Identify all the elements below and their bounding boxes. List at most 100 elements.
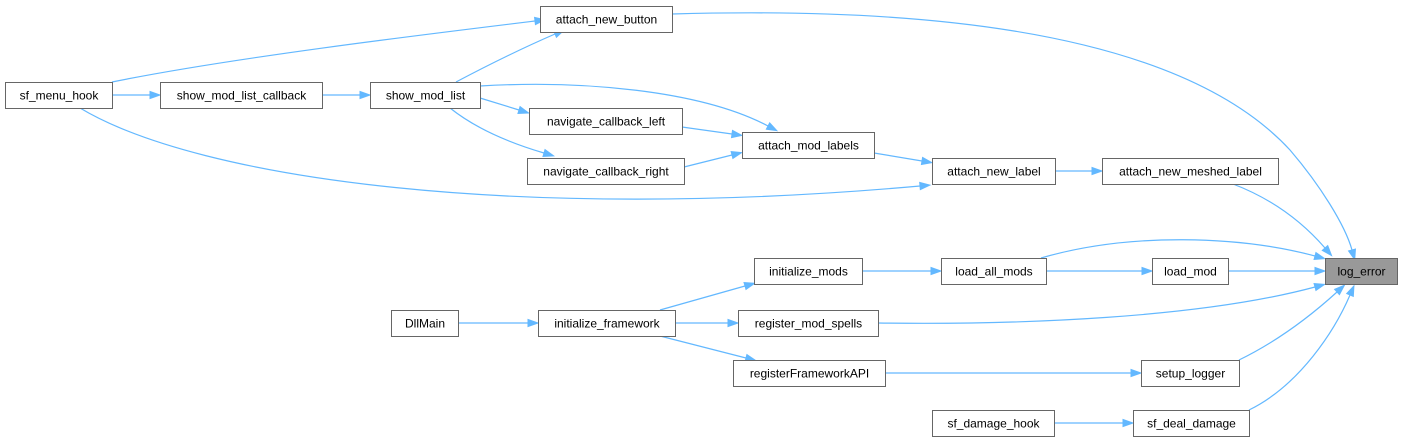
arrowhead-initialize_framework-to-initialize_mods bbox=[743, 281, 757, 291]
node-attach-new-meshed-label[interactable]: attach_new_meshed_label bbox=[1102, 158, 1279, 185]
arrowhead-show_mod_list_callback-to-show_mod_list bbox=[359, 90, 372, 100]
node-attach-mod-labels[interactable]: attach_mod_labels bbox=[742, 132, 875, 159]
node-show-mod-list[interactable]: show_mod_list bbox=[370, 82, 481, 109]
arrowhead-registerFrameworkAPI-to-setup_logger bbox=[1130, 368, 1143, 378]
node-box[interactable] bbox=[754, 258, 863, 285]
node-box[interactable] bbox=[1325, 258, 1398, 285]
arrowhead-sf_menu_hook-to-attach_new_label bbox=[919, 181, 932, 191]
arrowhead-setup_logger-to-log_error bbox=[1333, 284, 1346, 296]
arrowhead-show_mod_list-to-navigate_callback_right bbox=[542, 148, 556, 157]
node-label: attach_new_meshed_label bbox=[1119, 165, 1262, 179]
node-setup-logger[interactable]: setup_logger bbox=[1141, 360, 1240, 387]
node-box[interactable] bbox=[733, 360, 886, 387]
node-attach-new-label[interactable]: attach_new_label bbox=[932, 158, 1056, 185]
node-load-all-mods[interactable]: load_all_mods bbox=[941, 258, 1047, 285]
edge-show_mod_list-to-navigate_callback_right bbox=[449, 107, 545, 154]
node-label: initialize_mods bbox=[769, 265, 848, 279]
node-log-error[interactable]: log_error bbox=[1325, 258, 1398, 285]
node-attach-new-button[interactable]: attach_new_button bbox=[540, 6, 673, 33]
edge-sf_deal_damage-to-log_error bbox=[1248, 294, 1351, 411]
node-initialize-mods[interactable]: initialize_mods bbox=[754, 258, 863, 285]
node-label: sf_menu_hook bbox=[20, 89, 100, 103]
node-register-mod-spells[interactable]: register_mod_spells bbox=[738, 310, 879, 337]
node-box[interactable] bbox=[391, 310, 459, 337]
arrowhead-sf_deal_damage-to-log_error bbox=[1345, 284, 1355, 298]
node-label: show_mod_list bbox=[386, 89, 466, 103]
arrowhead-show_mod_list-to-navigate_callback_left bbox=[517, 105, 530, 114]
edge-register_mod_spells-to-log_error bbox=[877, 286, 1316, 324]
arrowhead-sf_damage_hook-to-sf_deal_damage bbox=[1122, 418, 1135, 428]
node-label: load_all_mods bbox=[955, 265, 1032, 279]
edge-show_mod_list-to-attach_mod_labels bbox=[479, 83, 769, 127]
arrowhead-load_all_mods-to-log_error bbox=[1313, 251, 1327, 261]
node-label: sf_deal_damage bbox=[1147, 417, 1236, 431]
edge-show_mod_list-to-attach_new_button bbox=[455, 33, 556, 83]
node-box[interactable] bbox=[932, 158, 1056, 185]
arrowhead-attach_new_label-to-attach_new_meshed_label bbox=[1091, 166, 1104, 176]
edge-setup_logger-to-log_error bbox=[1238, 291, 1338, 361]
arrowhead-register_mod_spells-to-log_error bbox=[1313, 282, 1327, 292]
nodes-layer: log_error attach_new_button sf_menu_hook sh… bbox=[5, 6, 1398, 437]
node-label: attach_new_label bbox=[947, 165, 1040, 179]
edges-layer bbox=[79, 12, 1357, 428]
edge-sf_menu_hook-to-attach_new_label bbox=[79, 107, 921, 200]
node-sf-deal-damage[interactable]: sf_deal_damage bbox=[1133, 410, 1250, 437]
node-registerFrameworkAPI[interactable]: registerFrameworkAPI bbox=[733, 360, 886, 387]
node-navigate-callback-right[interactable]: navigate_callback_right bbox=[527, 158, 685, 185]
arrowhead-navigate_callback_left-to-attach_mod_labels bbox=[730, 129, 744, 139]
edge-attach_mod_labels-to-attach_new_label bbox=[873, 152, 923, 162]
node-label: sf_damage_hook bbox=[947, 417, 1040, 431]
edge-initialize_framework-to-registerFrameworkAPI bbox=[659, 335, 747, 359]
node-box[interactable] bbox=[527, 158, 685, 185]
edge-show_mod_list-to-navigate_callback_left bbox=[479, 97, 520, 111]
node-navigate-callback-left[interactable]: navigate_callback_left bbox=[529, 108, 683, 135]
node-box[interactable] bbox=[5, 82, 113, 109]
node-label: registerFrameworkAPI bbox=[750, 367, 869, 381]
node-label: navigate_callback_right bbox=[543, 165, 669, 179]
node-initialize-framework[interactable]: initialize_framework bbox=[538, 310, 676, 337]
arrowhead-sf_menu_hook-to-show_mod_list_callback bbox=[149, 90, 162, 100]
node-box[interactable] bbox=[742, 132, 875, 159]
edge-navigate_callback_right-to-attach_mod_labels bbox=[683, 154, 733, 168]
node-label: attach_new_button bbox=[556, 13, 657, 27]
arrowhead-attach_new_button-to-log_error bbox=[1347, 248, 1357, 262]
node-box[interactable] bbox=[529, 108, 683, 135]
node-label: setup_logger bbox=[1156, 367, 1225, 381]
node-box[interactable] bbox=[540, 6, 673, 33]
edge-initialize_framework-to-initialize_mods bbox=[659, 285, 746, 311]
arrowhead-DllMain-to-initialize_framework bbox=[527, 318, 540, 328]
node-show-mod-list-callback[interactable]: show_mod_list_callback bbox=[160, 82, 323, 109]
node-label: log_error bbox=[1337, 265, 1385, 279]
edge-sf_menu_hook-to-attach_new_button bbox=[111, 20, 536, 83]
arrowhead-load_mod-to-log_error bbox=[1314, 266, 1327, 276]
edge-attach_new_button-to-log_error bbox=[671, 12, 1353, 251]
node-sf-menu-hook[interactable]: sf_menu_hook bbox=[5, 82, 113, 109]
node-label: DllMain bbox=[405, 317, 445, 331]
node-label: attach_mod_labels bbox=[758, 139, 859, 153]
node-box[interactable] bbox=[1141, 360, 1240, 387]
arrowhead-navigate_callback_right-to-attach_mod_labels bbox=[730, 150, 744, 160]
node-box[interactable] bbox=[932, 410, 1055, 437]
node-box[interactable] bbox=[941, 258, 1047, 285]
node-load-mod[interactable]: load_mod bbox=[1152, 258, 1229, 285]
node-box[interactable] bbox=[1133, 410, 1250, 437]
node-label: show_mod_list_callback bbox=[177, 89, 307, 103]
node-box[interactable] bbox=[1152, 258, 1229, 285]
arrowhead-attach_new_meshed_label-to-log_error bbox=[1321, 244, 1333, 257]
node-label: navigate_callback_left bbox=[547, 115, 666, 129]
arrowhead-show_mod_list-to-attach_mod_labels bbox=[765, 121, 779, 132]
arrowhead-initialize_mods-to-load_all_mods bbox=[930, 266, 943, 276]
arrowhead-initialize_framework-to-register_mod_spells bbox=[727, 318, 740, 328]
node-DllMain[interactable]: DllMain bbox=[391, 310, 459, 337]
node-box[interactable] bbox=[1102, 158, 1279, 185]
node-box[interactable] bbox=[538, 310, 676, 337]
node-box[interactable] bbox=[738, 310, 879, 337]
node-box[interactable] bbox=[370, 82, 481, 109]
node-box[interactable] bbox=[160, 82, 323, 109]
node-sf-damage-hook[interactable]: sf_damage_hook bbox=[932, 410, 1055, 437]
node-label: load_mod bbox=[1164, 265, 1217, 279]
edge-attach_new_meshed_label-to-log_error bbox=[1232, 183, 1326, 249]
arrowhead-load_all_mods-to-load_mod bbox=[1141, 266, 1154, 276]
edge-navigate_callback_left-to-attach_mod_labels bbox=[681, 126, 733, 135]
